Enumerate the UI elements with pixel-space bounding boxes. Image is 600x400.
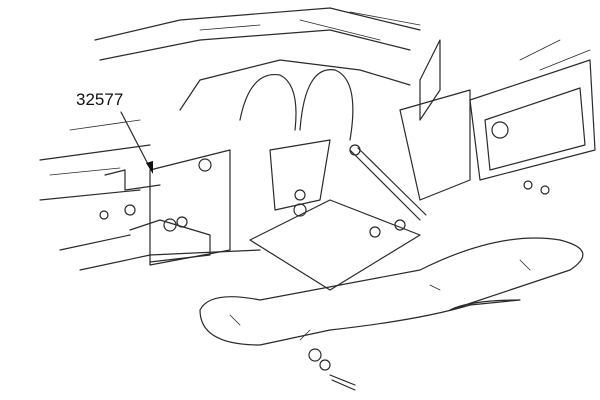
tail-light-housings xyxy=(239,39,596,201)
bracket-32577 xyxy=(99,149,231,266)
rear-bumper xyxy=(199,237,584,346)
callout-arrow xyxy=(120,111,153,174)
part-number-label: 32577 xyxy=(76,90,124,109)
center-panel-and-supports xyxy=(249,139,427,291)
mounting-hardware xyxy=(308,180,550,391)
